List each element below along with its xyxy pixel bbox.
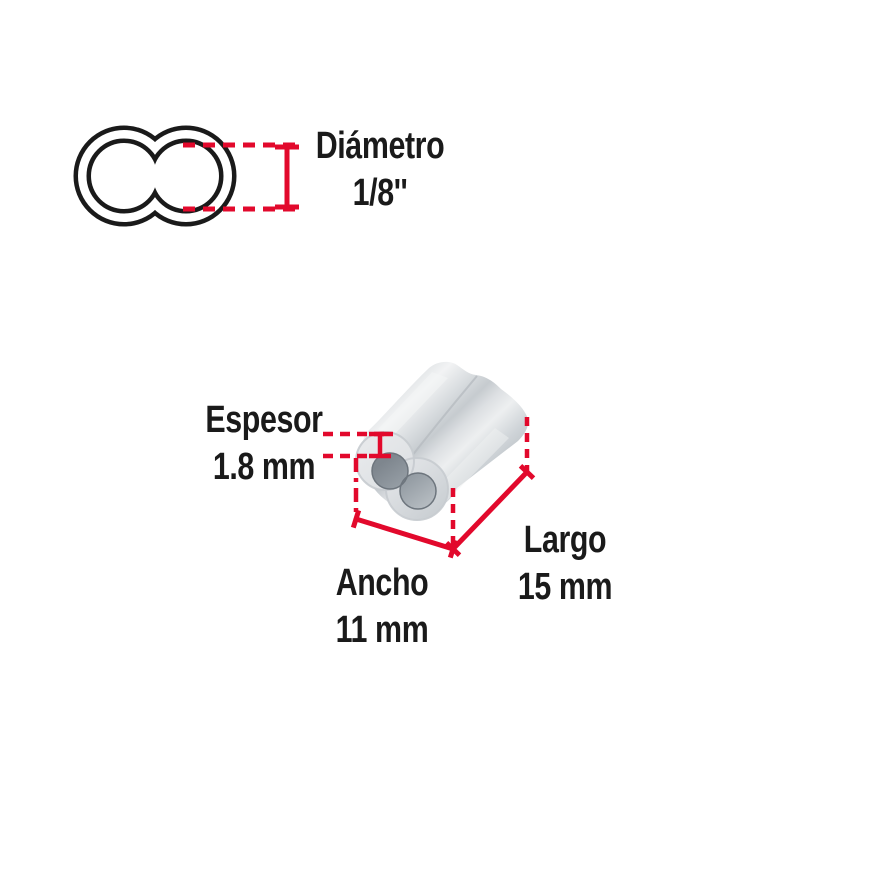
diameter-label-title: Diámetro: [315, 125, 445, 167]
thickness-label: Espesor 1.8 mm: [205, 397, 323, 491]
diameter-label-value: 1/8'': [352, 172, 408, 214]
length-label: Largo 15 mm: [517, 517, 613, 611]
diameter-label: Diámetro 1/8'': [316, 123, 445, 217]
thickness-label-value: 1.8 mm: [212, 446, 316, 488]
width-label: Ancho 11 mm: [336, 560, 429, 654]
ferrule-cross-section-figure: [73, 125, 237, 227]
diameter-dimension-lines: [183, 142, 299, 212]
width-label-value: 11 mm: [335, 609, 429, 651]
length-label-value: 15 mm: [517, 566, 613, 608]
thickness-dimension-lines: [323, 431, 393, 459]
length-dimension-lines: [444, 417, 536, 558]
width-label-title: Ancho: [335, 562, 429, 604]
thickness-label-title: Espesor: [205, 399, 323, 441]
length-label-title: Largo: [523, 519, 607, 561]
